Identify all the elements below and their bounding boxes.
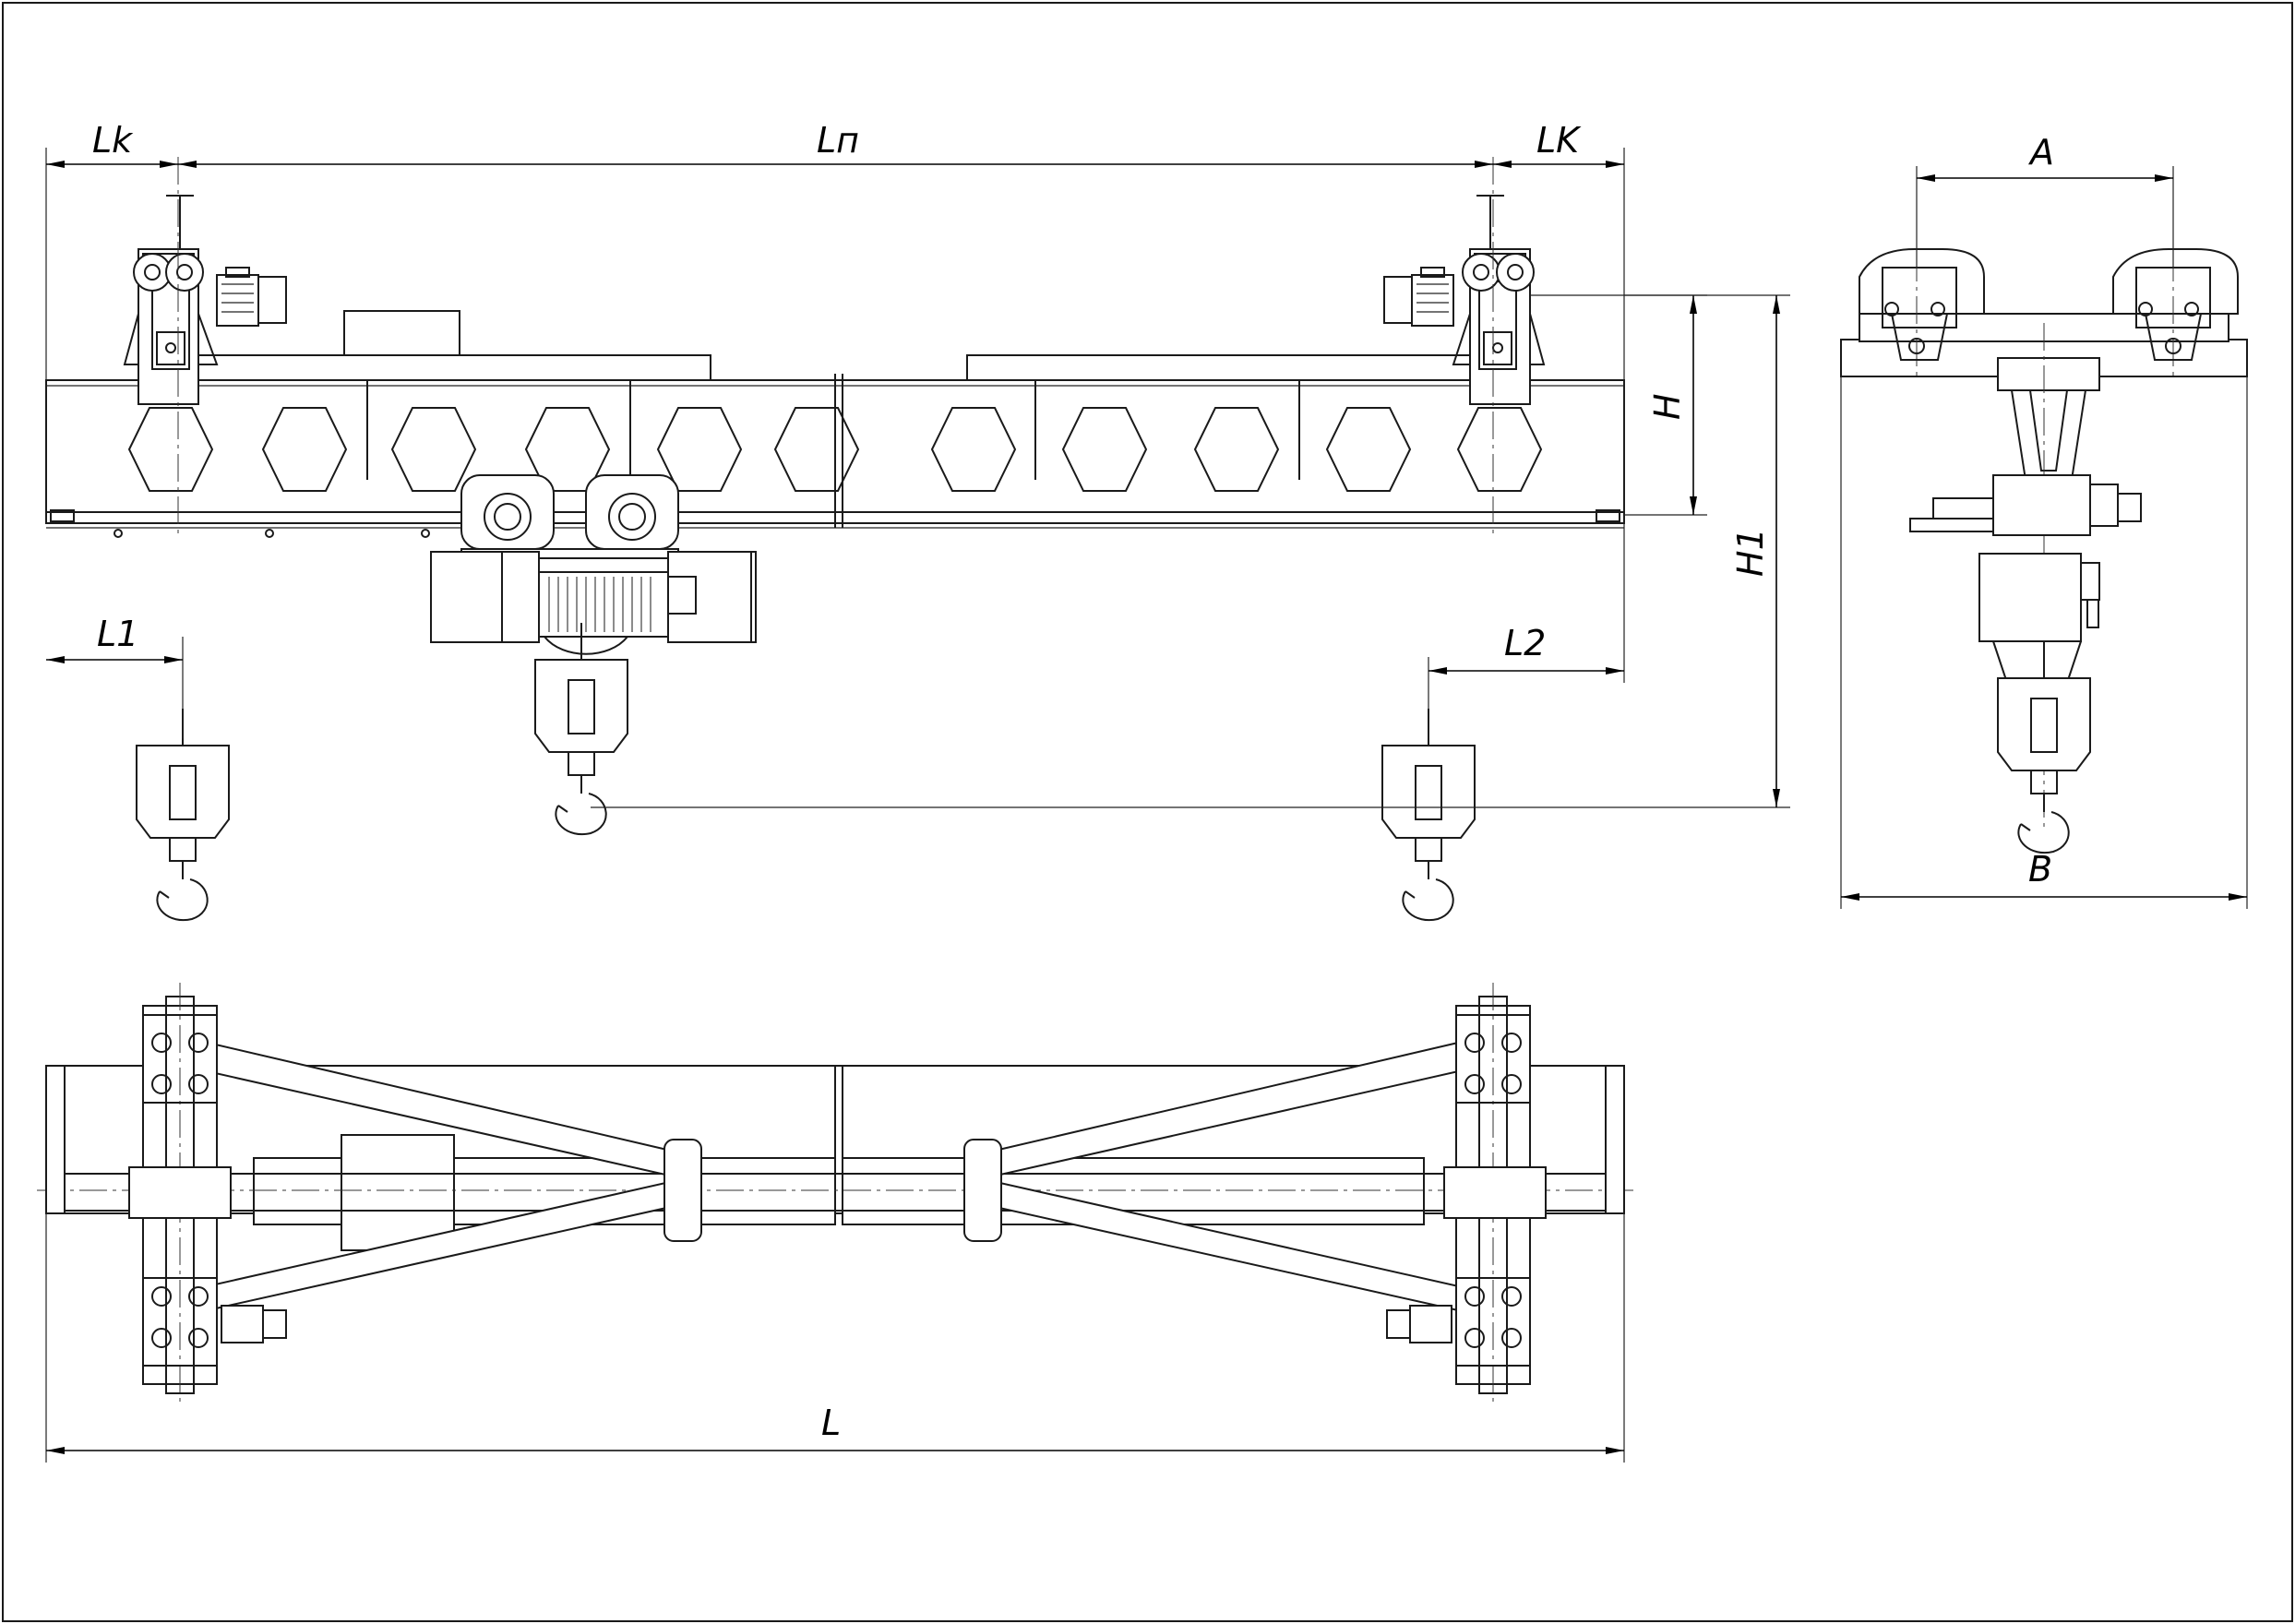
right-end-carriage: [1383, 195, 1546, 405]
dim-a: A: [2027, 132, 2054, 173]
hoist-trolley: [430, 474, 757, 836]
left-end-carriage: [123, 195, 287, 405]
plan-view: L: [37, 983, 1633, 1463]
dim-h: H: [1647, 393, 1688, 420]
dim-l: L: [821, 1403, 841, 1443]
hoist-drum-plan: [341, 1134, 455, 1251]
hook-limit-left: [136, 708, 230, 922]
dim-lk-right: LK: [1536, 120, 1582, 161]
dim-h1: H1: [1730, 528, 1771, 577]
dim-l2: L2: [1504, 623, 1546, 663]
hook-limit-right: [1381, 708, 1476, 922]
dim-lk-left: Lk: [92, 120, 134, 161]
dim-l1: L1: [97, 614, 138, 654]
dim-b: B: [2028, 849, 2052, 890]
front-elevation-view: Lk Lп LK L1 L2 H H1: [45, 120, 1790, 922]
side-elevation-view: A B: [1840, 132, 2248, 909]
dim-ln: Lп: [817, 120, 859, 161]
